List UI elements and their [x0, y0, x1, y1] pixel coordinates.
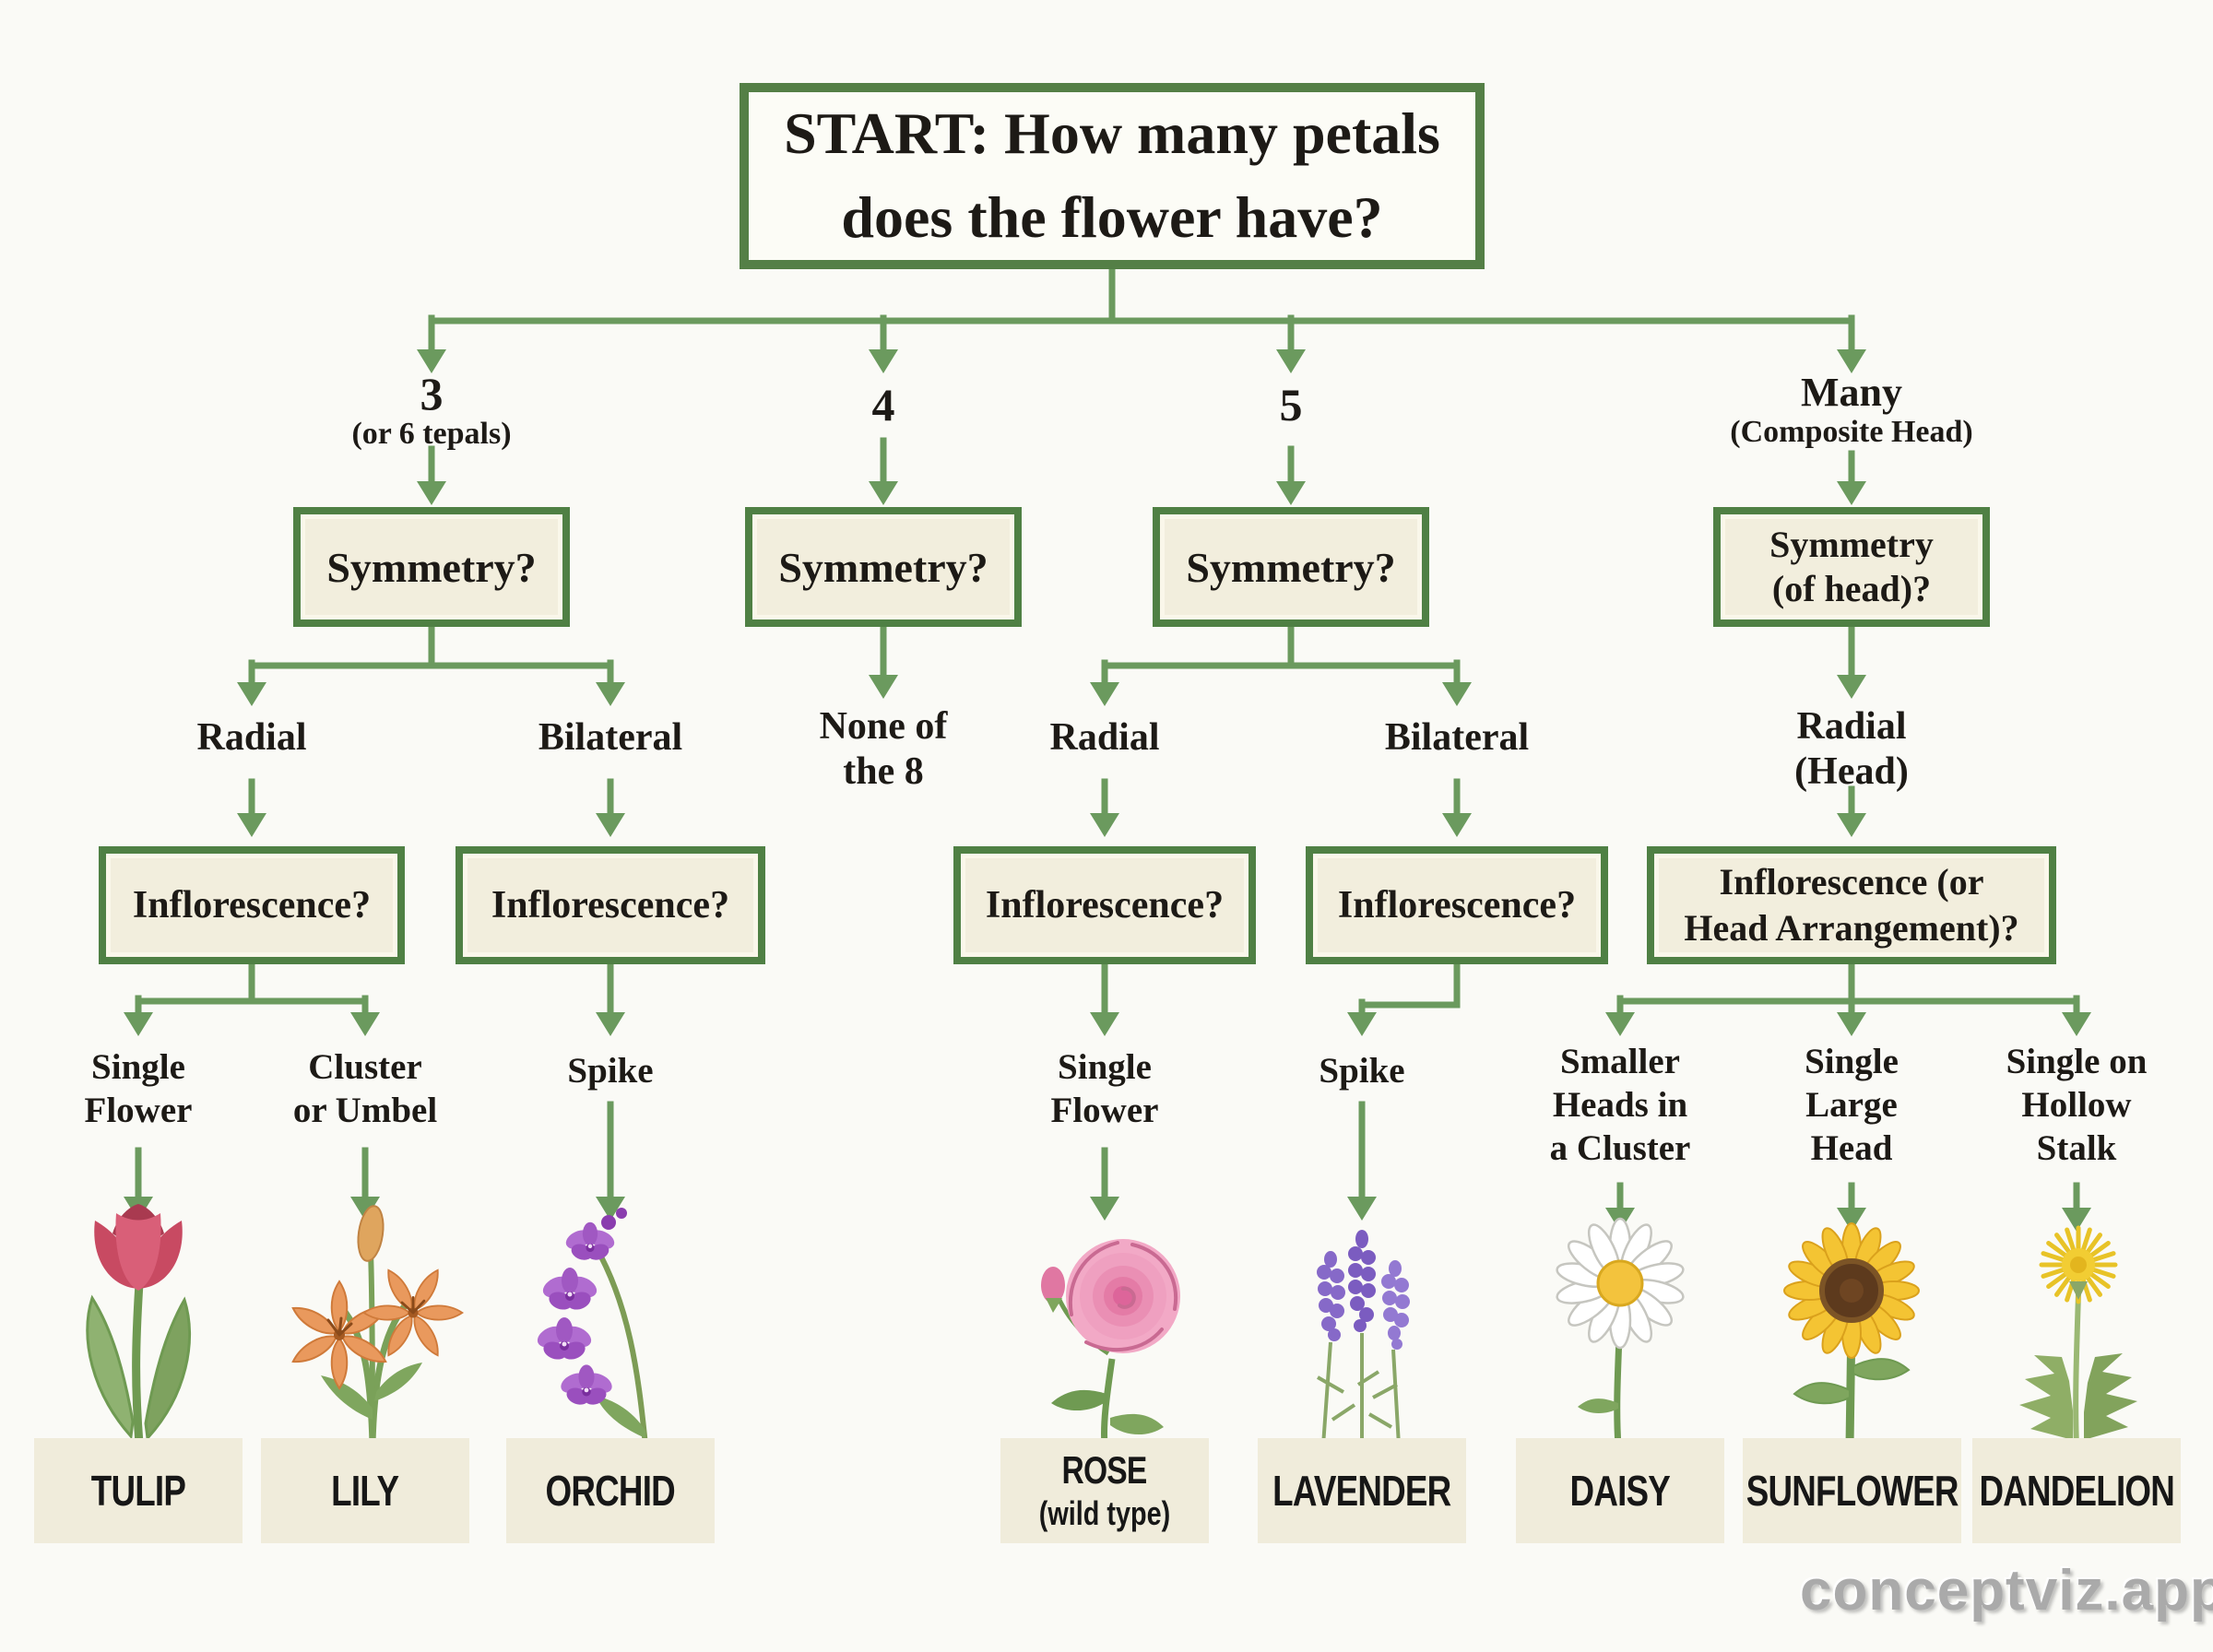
symmetry-box-head: Symmetry (of head)?	[1713, 507, 1990, 627]
symmetry-box-2: Symmetry?	[745, 507, 1022, 627]
watermark: conceptviz.app	[1800, 1559, 2213, 1622]
flower-label-tulip: TULIP	[34, 1438, 243, 1543]
symmetry-box-head-line1: Symmetry	[1769, 524, 1934, 565]
inflorescence-box-4: Inflorescence?	[1306, 846, 1608, 964]
bilateral-label-2: Bilateral	[1384, 716, 1530, 759]
symmetry-box-3-text: Symmetry?	[1186, 543, 1396, 591]
orchid-illustration	[537, 1208, 648, 1446]
orchid-blossom	[537, 1221, 615, 1405]
flower-label-lavender: LAVENDER	[1258, 1438, 1466, 1543]
branch-label-5: 5	[1279, 379, 1303, 431]
radial-label-1: Radial	[196, 716, 307, 759]
symmetry-box-1-text: Symmetry?	[326, 543, 537, 591]
branch-label-4: 4	[871, 379, 895, 431]
inflorescence-box-2: Inflorescence?	[456, 846, 765, 964]
symmetry-box-1: Symmetry?	[293, 507, 570, 627]
flower-label-lily: LILY	[261, 1438, 469, 1543]
outcome-spike-2: Spike	[1319, 1051, 1405, 1091]
flower-label-sunflower: SUNFLOWER	[1743, 1438, 1961, 1543]
branch-label-many: Many	[1801, 370, 1902, 415]
start-line2: does the flower have?	[841, 184, 1383, 250]
start-line1: START: How many petals	[784, 100, 1440, 167]
branch-sublabel-many: (Composite Head)	[1730, 415, 1973, 449]
branch-sublabel-3: (or 6 tepals)	[351, 417, 512, 451]
outcome-spike-1: Spike	[567, 1051, 654, 1091]
radial-label-2: Radial	[1049, 716, 1160, 759]
symmetry-box-3: Symmetry?	[1153, 507, 1429, 627]
symmetry-box-2-text: Symmetry?	[778, 543, 988, 591]
branch-label-3: 3	[420, 368, 444, 419]
daisy-illustration	[1556, 1217, 1685, 1446]
tulip-illustration	[86, 1204, 192, 1445]
inflorescence-box-3: Inflorescence?	[953, 846, 1256, 964]
start-question-box: START: How many petals does the flower h…	[740, 83, 1485, 269]
symmetry-box-head-line2: (of head)?	[1771, 568, 1932, 609]
dandelion-illustration	[2019, 1225, 2137, 1446]
flower-label-dandelion: DANDELION	[1972, 1438, 2181, 1543]
flower-label-rose: ROSE (wild type)	[1000, 1438, 1209, 1543]
flower-label-orchid: ORCHID	[506, 1438, 715, 1543]
inflorescence-box-1: Inflorescence?	[99, 846, 405, 964]
lavender-illustration	[1317, 1230, 1410, 1446]
lily-illustration	[291, 1205, 465, 1445]
inflorescence-head-box: Inflorescence (or Head Arrangement)?	[1647, 846, 2056, 964]
bilateral-label-1: Bilateral	[538, 716, 683, 759]
rose-illustration	[1041, 1239, 1180, 1446]
radial-head-label: Radial(Head)	[1794, 705, 1909, 793]
sunflower-illustration	[1783, 1222, 1920, 1446]
flower-label-daisy: DAISY	[1516, 1438, 1724, 1543]
